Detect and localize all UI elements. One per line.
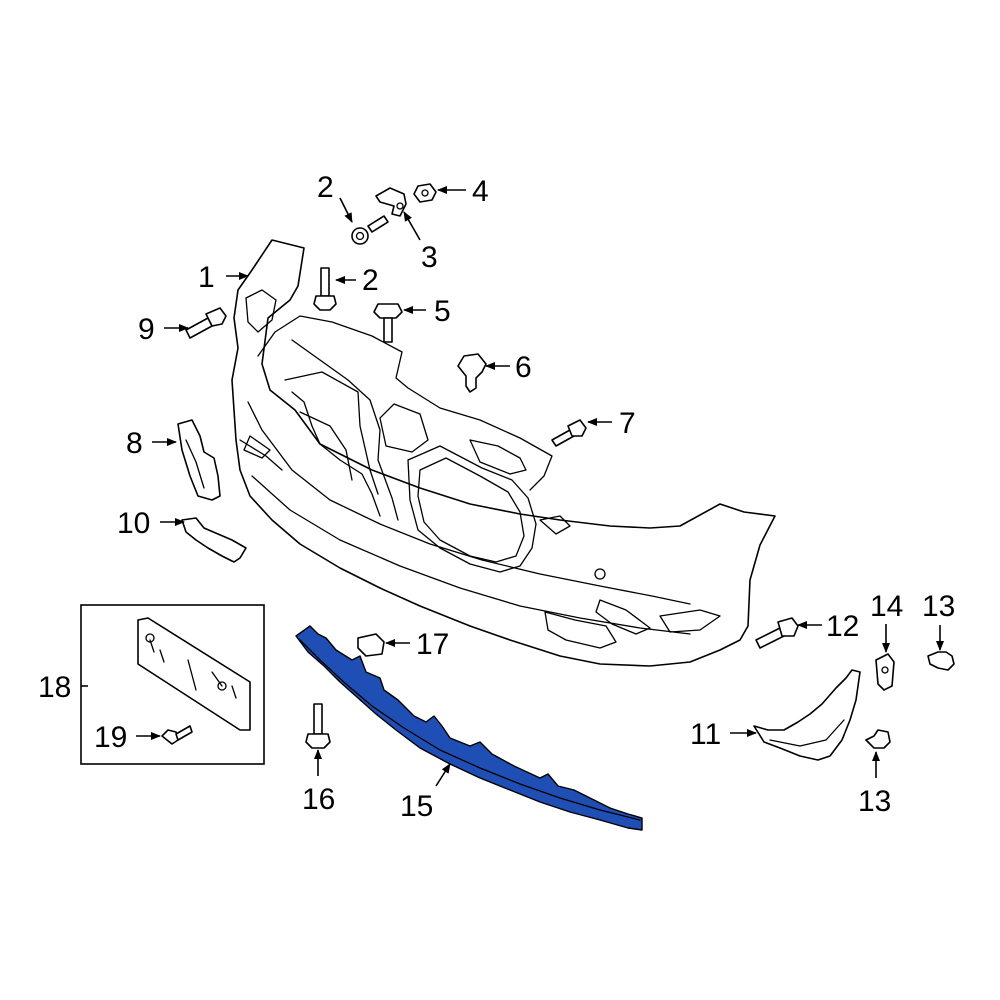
callout-7: 7 (619, 407, 636, 440)
screw-19 (161, 725, 193, 745)
bolt-12 (755, 617, 799, 649)
stud-16 (305, 703, 331, 749)
callout-17: 17 (416, 628, 449, 661)
clip-nut (413, 183, 437, 203)
callout-19: 19 (94, 721, 127, 754)
callout-5: 5 (434, 295, 451, 328)
callout-9: 9 (138, 313, 155, 346)
push-pin-clip (457, 353, 487, 393)
callout-2-lower: 2 (362, 264, 379, 297)
speed-nut-17 (357, 633, 385, 657)
leader-arrows (81, 186, 944, 787)
lower-spoiler-highlighted (295, 625, 643, 831)
callout-12: 12 (826, 610, 859, 643)
corner-bracket-right (753, 669, 861, 761)
screw-7 (551, 419, 587, 447)
retainer-14 (875, 653, 895, 691)
callout-16: 16 (302, 783, 335, 816)
bracket-small (375, 187, 407, 217)
flange-bolt (373, 303, 403, 343)
bolt-upper (351, 215, 389, 245)
callout-4: 4 (472, 175, 489, 208)
bolt-9 (185, 307, 227, 339)
callout-1: 1 (198, 261, 215, 294)
callout-11: 11 (690, 718, 721, 751)
callout-6: 6 (515, 351, 532, 384)
callout-8: 8 (126, 427, 143, 460)
callout-10: 10 (117, 507, 150, 540)
callout-15: 15 (400, 790, 433, 823)
inset-frame (80, 604, 265, 765)
license-plate-bracket (137, 617, 251, 731)
callout-3: 3 (421, 241, 438, 274)
bumper-cover (231, 239, 776, 667)
callout-18: 18 (38, 671, 71, 704)
callout-labels: 1 2 2 3 4 5 6 7 8 9 10 11 12 13 13 14 15… (38, 171, 955, 823)
callout-14: 14 (870, 590, 903, 623)
side-bracket-left (177, 419, 221, 501)
callout-2-upper: 2 (317, 171, 334, 204)
callout-13-upper: 13 (922, 590, 955, 623)
lower-bracket-left (181, 517, 247, 563)
stud-bolt (313, 267, 337, 311)
callout-13-lower: 13 (858, 785, 891, 818)
clip-13-lower (865, 729, 891, 749)
clip-13-upper (927, 651, 955, 671)
